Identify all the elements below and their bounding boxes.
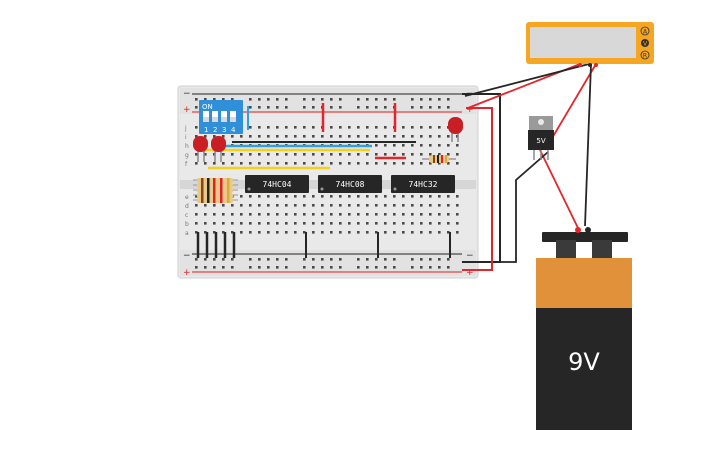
battery-terminal-negative[interactable] xyxy=(585,227,591,233)
rail-minus-bottom: − xyxy=(183,251,191,261)
multimeter-probe-black[interactable] xyxy=(588,63,592,67)
resistor-single[interactable] xyxy=(422,155,456,163)
multimeter-mode-v[interactable] xyxy=(641,39,649,47)
multimeter-mode-r[interactable] xyxy=(640,50,650,60)
chip-74hc32[interactable]: 74HC32 xyxy=(391,175,455,193)
multimeter-display xyxy=(530,27,636,58)
row-label-g: g xyxy=(185,152,189,159)
multimeter[interactable]: A V R xyxy=(526,22,654,67)
chip-74hc08[interactable]: 74HC08 xyxy=(318,175,382,193)
dip-position-1: 1 xyxy=(204,126,208,134)
rail-plus-bottom-right: + xyxy=(466,268,474,278)
dip-position-2: 2 xyxy=(213,126,217,134)
voltage-regulator[interactable]: 5V xyxy=(528,116,554,160)
battery-9v[interactable]: 9V xyxy=(536,227,632,430)
row-label-f: f xyxy=(185,161,188,168)
led-2[interactable] xyxy=(211,136,226,162)
dip-switch[interactable]: ON 1 2 3 4 xyxy=(199,100,243,134)
battery-label: 9V xyxy=(568,348,600,376)
row-label-d: d xyxy=(185,203,189,210)
multimeter-mode-r-label: R xyxy=(643,53,647,60)
rail-plus-top: + xyxy=(183,105,191,115)
row-label-i: i xyxy=(185,134,187,141)
multimeter-mode-v-label: V xyxy=(643,41,648,48)
resistor-array[interactable] xyxy=(193,178,238,203)
breadboard-wires xyxy=(196,103,451,258)
row-label-h: h xyxy=(185,143,189,150)
multimeter-probe-red[interactable] xyxy=(578,63,582,67)
multimeter-probe-red-2[interactable] xyxy=(594,63,598,67)
dip-on-label: ON xyxy=(202,103,213,111)
rail-minus-bottom-right: − xyxy=(466,251,474,261)
dip-position-4: 4 xyxy=(231,126,236,134)
led-1[interactable] xyxy=(193,136,208,162)
chip-74hc32-label: 74HC32 xyxy=(409,180,438,189)
dip-toggles[interactable] xyxy=(203,111,236,122)
row-label-e: e xyxy=(185,194,189,201)
chip-74hc04[interactable]: 74HC04 xyxy=(245,175,309,193)
chip-74hc04-label: 74HC04 xyxy=(263,180,292,189)
rail-minus-top: − xyxy=(183,89,191,99)
dip-position-3: 3 xyxy=(222,126,226,134)
chip-74hc08-label: 74HC08 xyxy=(336,180,365,189)
row-label-j: j xyxy=(184,125,187,132)
row-label-a: a xyxy=(185,230,189,237)
led-3[interactable] xyxy=(448,117,463,142)
battery-terminal-positive[interactable] xyxy=(575,227,581,233)
external-wires xyxy=(462,63,597,271)
multimeter-mode-a-label: A xyxy=(643,29,648,36)
rail-plus-top-right: + xyxy=(466,105,474,115)
multimeter-mode-a[interactable] xyxy=(640,26,650,36)
row-label-c: c xyxy=(185,212,188,219)
row-label-b: b xyxy=(185,221,189,228)
rail-plus-bottom: + xyxy=(183,268,191,278)
regulator-label: 5V xyxy=(536,137,545,145)
